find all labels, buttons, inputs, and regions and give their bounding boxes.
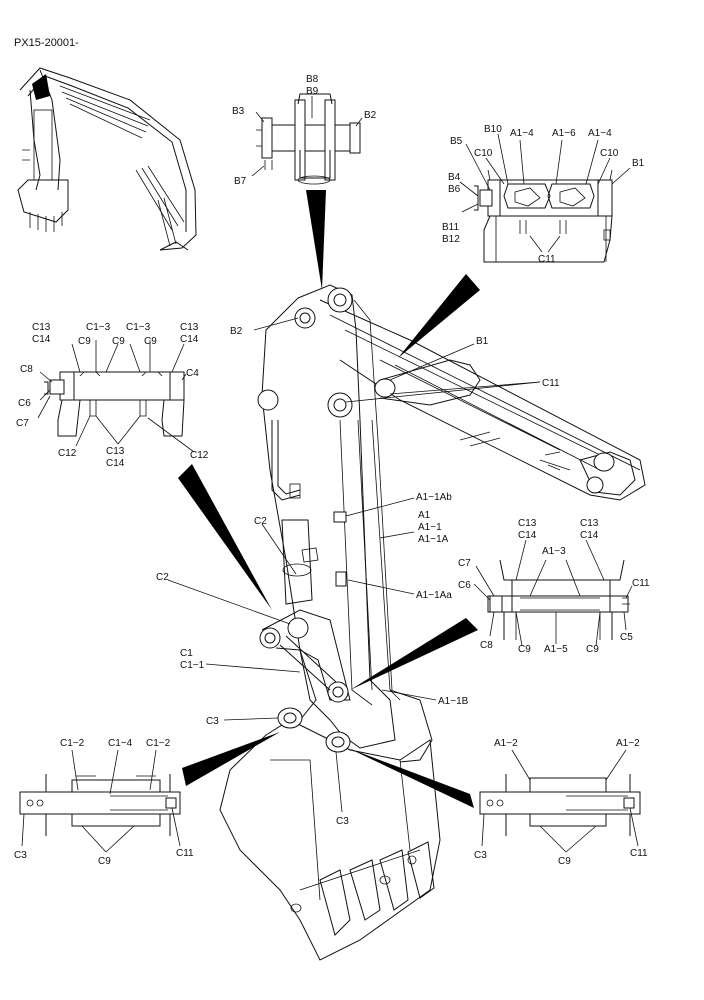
label-C9-r-left: C9 bbox=[518, 644, 531, 655]
label-A1-1A: A1−1A bbox=[418, 534, 449, 545]
label-C14-mid: C14 bbox=[106, 458, 125, 469]
label-C13-left: C13 bbox=[32, 322, 51, 333]
label-B3: B3 bbox=[232, 106, 245, 117]
label-C8-r: C8 bbox=[480, 640, 493, 651]
label-A1-3: A1−3 bbox=[542, 546, 566, 557]
label-A1-1Ab: A1−1Ab bbox=[416, 492, 452, 503]
label-A1-1: A1−1 bbox=[418, 522, 442, 533]
label-B1: B1 bbox=[632, 158, 645, 169]
label-C3-main-bottom: C3 bbox=[336, 816, 349, 827]
label-C11-bl: C11 bbox=[176, 848, 194, 859]
label-C9-r-right: C9 bbox=[586, 644, 599, 655]
detail-upper-right: B10 A1−4 A1−6 A1−4 B5 C10 C10 B1 B4 B6 B… bbox=[442, 124, 645, 265]
label-C9-c: C9 bbox=[144, 336, 157, 347]
label-C6-r: C6 bbox=[458, 580, 471, 591]
label-C10-left: C10 bbox=[474, 148, 493, 159]
label-A1-6: A1−6 bbox=[552, 128, 576, 139]
detail-top-pin: B8 B9 B3 B2 B7 bbox=[232, 74, 377, 187]
pointer-wedges bbox=[178, 190, 480, 808]
label-C2-top: C2 bbox=[254, 516, 267, 527]
label-C3-br: C3 bbox=[474, 850, 487, 861]
detail-bottom-right: A1−2 A1−2 C3 C9 C11 bbox=[474, 738, 648, 867]
label-C1-1: C1−1 bbox=[180, 660, 205, 671]
label-C14-r-left: C14 bbox=[518, 530, 537, 541]
label-C1-2-left: C1−2 bbox=[60, 738, 85, 749]
detail-middle-right: C13 C14 C13 C14 A1−3 C7 C6 C11 C8 C9 A1−… bbox=[458, 518, 650, 655]
label-C1-3-right: C1−3 bbox=[126, 322, 151, 333]
label-B8: B8 bbox=[306, 74, 319, 85]
label-C2-mid: C2 bbox=[156, 572, 169, 583]
label-B2-main: B2 bbox=[230, 326, 243, 337]
label-C11-main: C11 bbox=[542, 378, 560, 389]
label-C4: C4 bbox=[186, 368, 199, 379]
label-A1-4-right: A1−4 bbox=[588, 128, 612, 139]
label-C1-4: C1−4 bbox=[108, 738, 133, 749]
label-C7-r: C7 bbox=[458, 558, 471, 569]
label-B10: B10 bbox=[484, 124, 502, 135]
label-C14-r-right: C14 bbox=[580, 530, 599, 541]
label-A1: A1 bbox=[418, 510, 431, 521]
label-C5: C5 bbox=[620, 632, 633, 643]
label-C11: C11 bbox=[538, 254, 556, 265]
label-C3-main-left: C3 bbox=[206, 716, 219, 727]
label-C13-mid: C13 bbox=[106, 446, 125, 457]
label-C1: C1 bbox=[180, 648, 193, 659]
arm-assembly bbox=[219, 284, 646, 961]
label-C10-right: C10 bbox=[600, 148, 619, 159]
label-C6: C6 bbox=[18, 398, 31, 409]
label-B6: B6 bbox=[448, 184, 461, 195]
document-code: PX15-20001- bbox=[14, 37, 79, 49]
label-B7: B7 bbox=[234, 176, 247, 187]
label-C1-3-left: C1−3 bbox=[86, 322, 111, 333]
label-C13-right: C13 bbox=[180, 322, 199, 333]
label-B4: B4 bbox=[448, 172, 461, 183]
detail-middle-left: C13 C14 C1−3 C1−3 C13 C14 C9 C9 C9 C8 C4… bbox=[16, 322, 209, 469]
detail-bottom-left: C1−2 C1−4 C1−2 C3 C9 C11 bbox=[14, 738, 194, 867]
label-A1-1Aa: A1−1Aa bbox=[416, 590, 452, 601]
label-C12-right: C12 bbox=[190, 450, 209, 461]
label-C9-b: C9 bbox=[112, 336, 125, 347]
label-C12-left: C12 bbox=[58, 448, 77, 459]
label-B11: B11 bbox=[442, 222, 459, 233]
label-B9: B9 bbox=[306, 86, 319, 97]
label-C11-br: C11 bbox=[630, 848, 648, 859]
excavator-thumbnail bbox=[17, 67, 197, 251]
label-A1-5: A1−5 bbox=[544, 644, 568, 655]
label-A1-2-left: A1−2 bbox=[494, 738, 518, 749]
main-callouts: B2 B1 C11 A1−1Ab A1 A1−1 A1−1A C2 A1−1Aa… bbox=[156, 317, 560, 827]
label-B12: B12 bbox=[442, 234, 460, 245]
label-C8: C8 bbox=[20, 364, 33, 375]
label-C11-r: C11 bbox=[632, 578, 650, 589]
label-C9-bl: C9 bbox=[98, 856, 111, 867]
label-B5: B5 bbox=[450, 136, 463, 147]
label-C14-right: C14 bbox=[180, 334, 199, 345]
label-A1-4-left: A1−4 bbox=[510, 128, 534, 139]
label-C3-bl: C3 bbox=[14, 850, 27, 861]
label-C13-r-right: C13 bbox=[580, 518, 599, 529]
label-A1-2-right: A1−2 bbox=[616, 738, 640, 749]
label-C14-left: C14 bbox=[32, 334, 51, 345]
label-C7: C7 bbox=[16, 418, 29, 429]
label-B1-main: B1 bbox=[476, 336, 489, 347]
label-C9-br: C9 bbox=[558, 856, 571, 867]
label-C13-r-left: C13 bbox=[518, 518, 537, 529]
label-C9-a: C9 bbox=[78, 336, 91, 347]
label-C1-2-right: C1−2 bbox=[146, 738, 171, 749]
label-A1-1B: A1−1B bbox=[438, 696, 469, 707]
label-B2: B2 bbox=[364, 110, 377, 121]
